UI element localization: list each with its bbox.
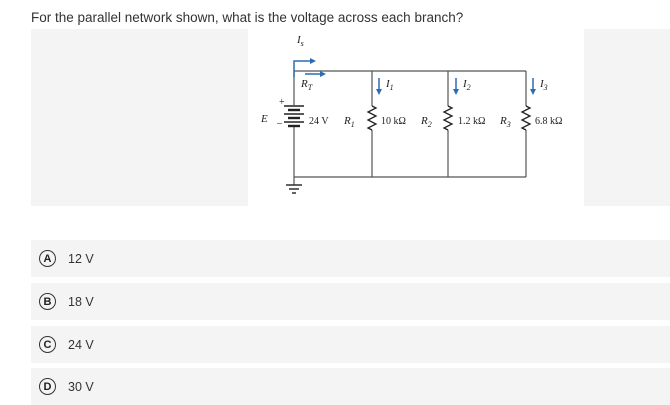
figure-panel-left	[31, 29, 248, 206]
label-minus: –	[276, 118, 283, 129]
label-i1: I	[385, 78, 391, 90]
arrow-i1-icon	[376, 78, 382, 95]
label-rt: R	[300, 78, 308, 90]
battery-icon	[284, 105, 304, 128]
svg-text:R1: R1	[343, 115, 355, 129]
arrow-rt-icon	[305, 71, 326, 77]
arrow-i3-icon	[530, 78, 536, 95]
option-a-label: 12 V	[68, 251, 94, 266]
option-a-letter[interactable]: A	[39, 250, 56, 267]
arrow-is-head-icon	[310, 58, 316, 64]
label-plus: +	[279, 97, 285, 108]
svg-text:I1: I1	[385, 78, 394, 92]
svg-text:I3: I3	[539, 78, 548, 92]
arrow-is-icon	[293, 60, 310, 77]
resistor-r1-icon	[366, 105, 378, 131]
label-r1-sub: 1	[351, 120, 355, 129]
label-r2-value: 1.2 kΩ	[458, 116, 485, 127]
label-r1: R	[343, 115, 351, 127]
label-i1-sub: 1	[390, 83, 394, 92]
label-r1-value: 10 kΩ	[381, 116, 406, 127]
ground-icon	[286, 184, 302, 194]
circuit-diagram: Is RT + – E 24 V R1 10 kΩ R2 1.2 kΩ R3 6…	[260, 34, 562, 194]
label-i3: I	[539, 78, 545, 90]
label-r2: R	[420, 115, 428, 127]
option-b[interactable]: B 18 V	[31, 283, 670, 320]
resistor-r2-icon	[442, 105, 454, 131]
label-is: I	[296, 34, 302, 46]
svg-text:Is: Is	[296, 34, 304, 48]
option-b-label: 18 V	[68, 294, 94, 309]
figure-panel-right	[584, 29, 670, 206]
label-r3-value: 6.8 kΩ	[535, 116, 562, 127]
label-i2: I	[462, 78, 468, 90]
option-c[interactable]: C 24 V	[31, 326, 670, 363]
label-e: E	[260, 113, 268, 125]
svg-text:R2: R2	[420, 115, 432, 129]
option-c-letter[interactable]: C	[39, 336, 56, 353]
option-b-letter[interactable]: B	[39, 293, 56, 310]
resistor-r3-icon	[520, 105, 532, 131]
arrow-i2-icon	[453, 78, 459, 95]
label-i3-sub: 3	[543, 83, 548, 92]
label-r3: R	[499, 115, 507, 127]
svg-text:I2: I2	[462, 78, 471, 92]
label-r2-sub: 2	[428, 120, 432, 129]
option-d-letter[interactable]: D	[39, 378, 56, 395]
svg-text:RT: RT	[300, 78, 313, 92]
label-e-value: 24 V	[309, 116, 329, 127]
label-i2-sub: 2	[467, 83, 471, 92]
label-r3-sub: 3	[506, 120, 511, 129]
svg-text:R3: R3	[499, 115, 511, 129]
question-text: For the parallel network shown, what is …	[31, 10, 464, 25]
option-d[interactable]: D 30 V	[31, 368, 670, 405]
option-a[interactable]: A 12 V	[31, 240, 670, 277]
label-rt-sub: T	[308, 83, 313, 92]
option-d-label: 30 V	[68, 379, 94, 394]
circuit-figure: Is RT + – E 24 V R1 10 kΩ R2 1.2 kΩ R3 6…	[248, 29, 584, 206]
option-c-label: 24 V	[68, 337, 94, 352]
label-is-sub: s	[301, 39, 304, 48]
